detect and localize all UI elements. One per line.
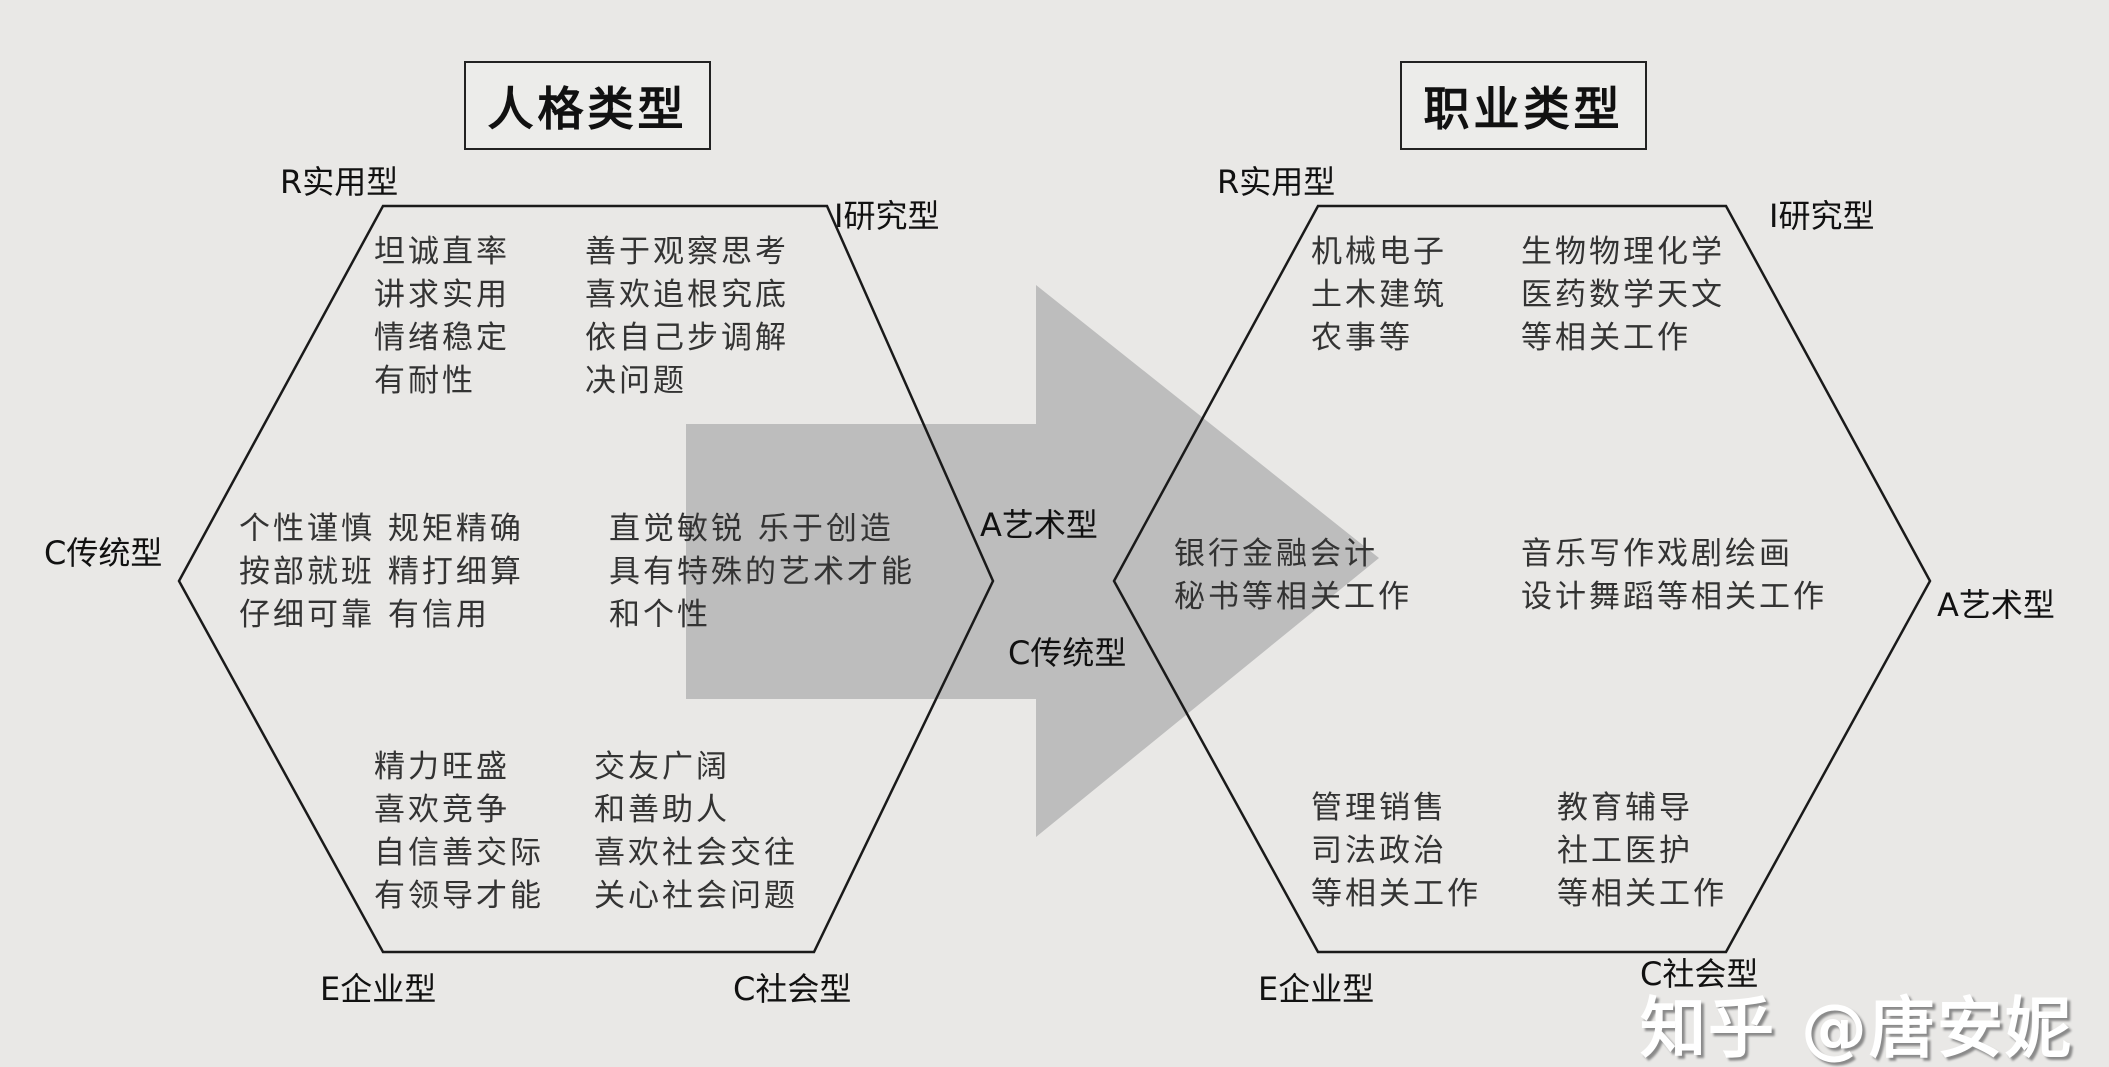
- career-line: 等相关工作: [1311, 876, 1481, 912]
- career-block-r: 机械电子 土木建筑 农事等: [1311, 231, 1447, 360]
- career-line: 设计舞蹈等相关工作: [1521, 579, 1827, 615]
- watermark: 知乎 @唐安妮: [1640, 990, 2073, 1067]
- personality-label-e: E企业型: [320, 970, 437, 1008]
- career-line: 司法政治: [1311, 833, 1447, 869]
- career-line: 农事等: [1311, 320, 1413, 356]
- career-hexagon: [1112, 204, 1932, 954]
- career-line: 土木建筑: [1311, 277, 1447, 313]
- trait-line: 喜欢社会交往: [594, 835, 798, 871]
- career-label-r: R实用型: [1217, 163, 1336, 201]
- career-label-s: C社会型: [1640, 955, 1759, 993]
- personality-block-a: 直觉敏锐 乐于创造 具有特殊的艺术才能 和个性: [609, 508, 915, 637]
- trait-line: 有领导才能: [374, 878, 544, 914]
- trait-line: 和个性: [609, 597, 711, 633]
- career-block-i: 生物物理化学 医药数学天文 等相关工作: [1521, 231, 1725, 360]
- career-block-s: 教育辅导 社工医护 等相关工作: [1557, 787, 1727, 916]
- personality-hexagon: [177, 204, 995, 954]
- trait-line: 讲求实用: [374, 277, 510, 313]
- trait-line: 自信善交际: [374, 835, 544, 871]
- trait-line: 具有特殊的艺术才能: [609, 554, 915, 590]
- trait-line: 喜欢竞争: [374, 792, 510, 828]
- trait-line: 喜欢追根究底: [585, 277, 789, 313]
- career-block-e: 管理销售 司法政治 等相关工作: [1311, 787, 1481, 916]
- career-block-a: 音乐写作戏剧绘画 设计舞蹈等相关工作: [1521, 533, 1827, 619]
- trait-line: 善于观察思考: [585, 234, 789, 270]
- trait-line: 依自己步调解: [585, 320, 789, 356]
- personality-label-s: C社会型: [733, 970, 852, 1008]
- career-line: 银行金融会计: [1174, 536, 1378, 572]
- personality-label-i: I研究型: [834, 197, 940, 235]
- career-line: 音乐写作戏剧绘画: [1521, 536, 1793, 572]
- trait-line: 精力旺盛: [374, 749, 510, 785]
- trait-line: 个性谨慎 规矩精确: [239, 511, 524, 547]
- trait-line: 直觉敏锐 乐于创造: [609, 511, 894, 547]
- personality-title: 人格类型: [464, 61, 711, 150]
- personality-block-c: 个性谨慎 规矩精确 按部就班 精打细算 仔细可靠 有信用: [239, 508, 524, 637]
- career-label-i: I研究型: [1769, 197, 1875, 235]
- career-label-a: A艺术型: [1937, 586, 2055, 624]
- personality-label-a: A艺术型: [980, 506, 1098, 544]
- personality-label-r: R实用型: [280, 163, 399, 201]
- career-line: 社工医护: [1557, 833, 1693, 869]
- career-label-e: E企业型: [1258, 970, 1375, 1008]
- transition-arrow: [686, 285, 1379, 837]
- trait-line: 和善助人: [594, 792, 730, 828]
- trait-line: 有耐性: [374, 363, 476, 399]
- trait-line: 仔细可靠 有信用: [239, 597, 490, 633]
- trait-line: 关心社会问题: [594, 878, 798, 914]
- career-line: 等相关工作: [1557, 876, 1727, 912]
- career-line: 机械电子: [1311, 234, 1447, 270]
- personality-label-c: C传统型: [44, 534, 163, 572]
- career-line: 教育辅导: [1557, 790, 1693, 826]
- trait-line: 坦诚直率: [374, 234, 510, 270]
- career-line: 秘书等相关工作: [1174, 579, 1412, 615]
- career-line: 管理销售: [1311, 790, 1447, 826]
- personality-block-i: 善于观察思考 喜欢追根究底 依自己步调解 决问题: [585, 231, 789, 403]
- career-block-c: 银行金融会计 秘书等相关工作: [1174, 533, 1412, 619]
- trait-line: 交友广阔: [594, 749, 730, 785]
- career-label-c: C传统型: [1008, 634, 1127, 672]
- personality-block-r: 坦诚直率 讲求实用 情绪稳定 有耐性: [374, 231, 510, 403]
- trait-line: 情绪稳定: [374, 320, 510, 356]
- personality-block-e: 精力旺盛 喜欢竞争 自信善交际 有领导才能: [374, 746, 544, 918]
- career-title: 职业类型: [1400, 61, 1647, 150]
- career-line: 生物物理化学: [1521, 234, 1725, 270]
- trait-line: 按部就班 精打细算: [239, 554, 524, 590]
- career-line: 医药数学天文: [1521, 277, 1725, 313]
- personality-block-s: 交友广阔 和善助人 喜欢社会交往 关心社会问题: [594, 746, 798, 918]
- trait-line: 决问题: [585, 363, 687, 399]
- career-line: 等相关工作: [1521, 320, 1691, 356]
